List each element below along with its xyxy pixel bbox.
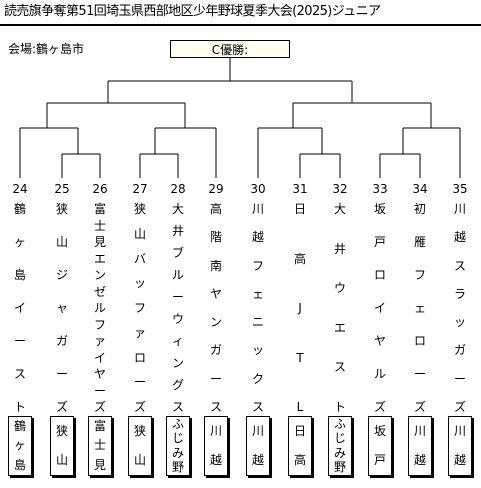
champion-box: C優勝: [170, 40, 290, 58]
team-name: 初雁フェローズ [413, 202, 426, 414]
page-title: 読売旗争奪第51回埼玉県西部地区少年野球夏季大会(2025)ジュニア [4, 4, 381, 19]
team-number: 25 [54, 182, 70, 196]
team-area-box: 川越 [408, 416, 432, 476]
team-area-box: 狭山 [50, 416, 74, 476]
title-underline [0, 24, 481, 26]
team-name: 川越フェニックス [251, 202, 264, 414]
team-area-box: 日高 [288, 416, 312, 476]
team-area-box: 富士見 [88, 416, 112, 476]
team-area-box: 川越 [448, 416, 472, 476]
team-area-box: 川越 [204, 416, 228, 476]
team-number: 32 [332, 182, 348, 196]
team-name: 大井ウエスト [333, 202, 346, 414]
team-name: 川越スラッガーズ [453, 202, 466, 414]
team-number: 24 [12, 182, 28, 196]
team-name: 坂戸ロイヤルズ [373, 202, 386, 414]
team-number: 27 [132, 182, 148, 196]
team-name: 高階南ヤンガース [209, 202, 222, 414]
team-number: 34 [412, 182, 428, 196]
team-name: 狭山ジャガーズ [55, 202, 68, 414]
team-area-box: ふじみ野 [166, 416, 190, 476]
team-number: 30 [250, 182, 266, 196]
team-area-box: 鶴ヶ島 [8, 416, 32, 476]
team-name: 鶴ヶ島イースト [13, 202, 26, 414]
team-number: 33 [372, 182, 388, 196]
venue-label: 会場:鶴ヶ島市 [8, 42, 85, 56]
team-area-box: 坂戸 [368, 416, 392, 476]
team-number: 35 [452, 182, 468, 196]
team-number: 26 [92, 182, 108, 196]
team-name: 狭山バッファローズ [133, 202, 146, 414]
team-area-box: 狭山 [128, 416, 152, 476]
team-number: 28 [170, 182, 186, 196]
team-name: 大井ブルーウィングス [171, 202, 184, 414]
team-name: 富士見エンゼルファイヤーズ [93, 202, 106, 414]
team-number: 29 [208, 182, 224, 196]
team-area-box: ふじみ野 [328, 416, 352, 476]
team-number: 31 [292, 182, 308, 196]
team-area-box: 川越 [246, 416, 270, 476]
